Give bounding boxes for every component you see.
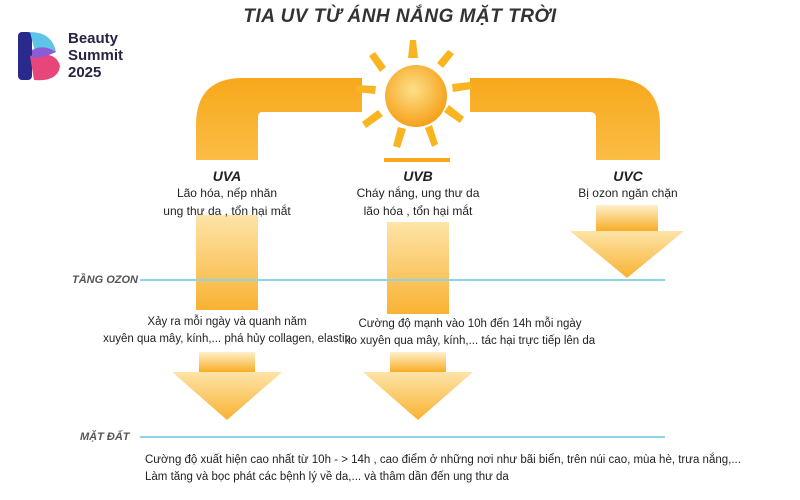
uva-lower-column	[199, 352, 255, 372]
ground-note-line-2: Làm tăng và bọc phát các bệnh lý về da,.…	[145, 471, 509, 483]
uvc-column	[596, 205, 658, 231]
uva-effect-line-2: ung thư da , tổn hại mắt	[163, 204, 291, 218]
ground-note: Cường độ xuất hiện cao nhất từ 10h - > 1…	[145, 452, 765, 486]
uvc-effect: Bị ozon ngăn chặn	[528, 184, 728, 202]
uva-effect: Lão hóa, nếp nhăn ung thư da , tổn hại m…	[127, 184, 327, 220]
ozone-label: TẦNG OZON	[72, 274, 138, 286]
uva-note-line-2: xuyên qua mây, kính,... phá hủy collagen…	[103, 333, 351, 345]
logo-text: Beauty Summit 2025	[68, 30, 123, 81]
uvc-name: UVC	[613, 168, 643, 184]
uva-column	[196, 215, 258, 310]
uvb-pipe	[384, 158, 450, 162]
uvc-effect-line-1: Bị ozon ngăn chặn	[578, 186, 678, 200]
uva-name: UVA	[212, 168, 242, 184]
uva-lower-arrowhead	[172, 372, 282, 420]
uva-note: Xảy ra mỗi ngày và quanh năm xuyên qua m…	[85, 314, 369, 348]
uvb-effect: Cháy nắng, ung thư da lão hóa , tổn hại …	[318, 184, 518, 220]
uva-pipe	[196, 78, 362, 160]
uva-note-line-1: Xảy ra mỗi ngày và quanh năm	[147, 316, 307, 328]
uvb-lower-column	[390, 352, 446, 372]
uvb-note-line-2: ko xuyên qua mây, kính,... tác hại trực …	[344, 335, 596, 347]
sun-icon	[385, 65, 447, 127]
ground-label: MẶT ĐẤT	[80, 431, 130, 443]
uvc-arrowhead	[570, 231, 684, 278]
beauty-summit-logo-icon	[18, 32, 60, 81]
uvb-column	[387, 222, 449, 314]
uvc-pipe	[470, 78, 660, 160]
uvb-name: UVB	[403, 168, 433, 184]
uvb-note-line-1: Cường độ mạnh vào 10h đến 14h mỗi ngày	[358, 318, 582, 330]
logo-line-3: 2025	[68, 64, 102, 81]
uva-effect-line-1: Lão hóa, nếp nhăn	[176, 186, 278, 200]
logo-line-2: Summit	[68, 47, 124, 64]
ground-note-line-1: Cường độ xuất hiện cao nhất từ 10h - > 1…	[145, 454, 741, 466]
sun-rays-icon	[356, 40, 472, 148]
uvb-note: Cường độ mạnh vào 10h đến 14h mỗi ngày k…	[330, 316, 610, 350]
page-title: TIA UV TỪ ÁNH NẮNG MẶT TRỜI	[243, 6, 557, 27]
uvb-effect-line-1: Cháy nắng, ung thư da	[356, 186, 480, 200]
uvb-effect-line-2: lão hóa , tổn hại mắt	[363, 204, 473, 218]
logo-line-1: Beauty	[68, 30, 119, 47]
uvb-lower-arrowhead	[363, 372, 473, 420]
